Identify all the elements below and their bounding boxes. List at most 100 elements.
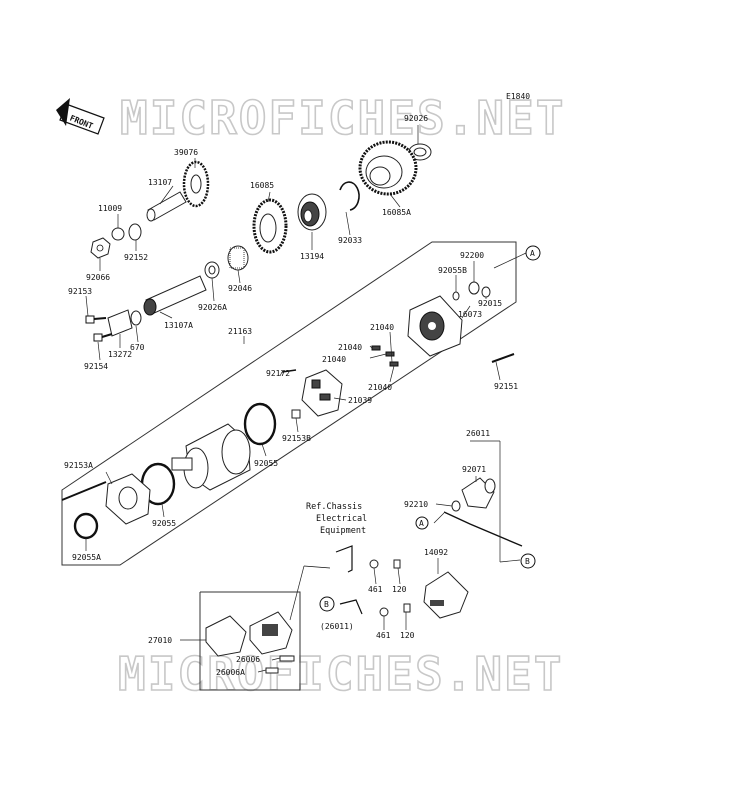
- part-92200: [468, 281, 480, 295]
- part-92055-upper: [243, 402, 277, 446]
- label-21040-d: 21040: [368, 383, 392, 392]
- label-21039: 21039: [348, 396, 372, 405]
- part-21163-motor: [171, 423, 251, 491]
- label-13107: 13107: [148, 178, 172, 187]
- part-26006: [279, 655, 295, 662]
- front-arrow-icon: FRONT: [56, 98, 105, 135]
- label-92153A: 92153A: [64, 461, 93, 470]
- label-92200: 92200: [460, 251, 484, 260]
- part-14092: [423, 571, 469, 619]
- label-92066: 92066: [86, 273, 110, 282]
- label-13272: 13272: [108, 350, 132, 359]
- label-13107A: 13107A: [164, 321, 193, 330]
- starter-assembly-frame: [61, 241, 517, 566]
- label-461-upper: 461: [368, 585, 383, 594]
- part-21040-a: [371, 345, 381, 351]
- label-120-lower: 120: [400, 631, 415, 640]
- marker-b-lower-label: B: [324, 600, 329, 609]
- part-26011-cable: [443, 511, 523, 547]
- part-chassis-bracket: [335, 545, 353, 573]
- part-670: [130, 310, 142, 326]
- part-92015: [481, 286, 491, 298]
- label-92046: 92046: [228, 284, 252, 293]
- marker-a-top-label: A: [530, 249, 535, 258]
- part-16073: [407, 295, 463, 357]
- part-92055B: [452, 291, 460, 301]
- diagram-code: E1840: [506, 92, 530, 101]
- label-27010: 27010: [148, 636, 172, 645]
- label-21040-b: 21040: [338, 343, 362, 352]
- part-13194: [297, 193, 327, 231]
- part-13107A: [143, 275, 207, 316]
- part-92153: [85, 315, 107, 324]
- part-120-upper: [393, 559, 401, 569]
- label-26006A: 26006A: [216, 668, 245, 677]
- label-92015: 92015: [478, 299, 502, 308]
- label-92153: 92153: [68, 287, 92, 296]
- relay-frame: [199, 591, 301, 691]
- watermark-top: MICROFICHES.NET: [120, 91, 565, 145]
- label-92055A: 92055A: [72, 553, 101, 562]
- label-11009: 11009: [98, 204, 122, 213]
- part-92026A: [204, 261, 220, 279]
- part-92066: [90, 237, 111, 259]
- part-labels: 92026 39076 13107 16085 11009 92152 9206…: [64, 114, 518, 677]
- label-26011: 26011: [466, 429, 490, 438]
- label-92153B: 92153B: [282, 434, 311, 443]
- label-92210: 92210: [404, 500, 428, 509]
- part-92152: [128, 223, 142, 241]
- part-92153B: [291, 409, 301, 419]
- part-39076: [182, 160, 210, 208]
- label-92151: 92151: [494, 382, 518, 391]
- label-92172: 92172: [266, 369, 290, 378]
- part-92210: [451, 500, 461, 512]
- part-21040-c: [389, 361, 399, 367]
- label-39076: 39076: [174, 148, 198, 157]
- label-13194: 13194: [300, 252, 324, 261]
- label-21040-c: 21040: [322, 355, 346, 364]
- part-92055A: [73, 512, 99, 540]
- ref-note-line-2: Electrical: [316, 514, 367, 524]
- label-92055B: 92055B: [438, 266, 467, 275]
- part-13107: [146, 191, 187, 222]
- label-92033: 92033: [338, 236, 362, 245]
- part-11009: [111, 227, 125, 241]
- leader-lines: [85, 125, 527, 673]
- label-14092: 14092: [424, 548, 448, 557]
- part-13272: [107, 309, 133, 337]
- part-92151: [491, 353, 515, 363]
- part-26011-ref-cable: [339, 599, 363, 615]
- part-16085: [252, 198, 288, 254]
- label-26011-ref: (26011): [320, 622, 354, 631]
- label-92154: 92154: [84, 362, 108, 371]
- part-chassis-wire: [303, 565, 331, 569]
- part-120-lower: [403, 603, 411, 613]
- part-front-cover: [105, 473, 151, 525]
- label-670: 670: [130, 343, 145, 352]
- part-92153A: [61, 481, 107, 501]
- part-92172: [281, 369, 297, 373]
- label-92055-upper: 92055: [254, 459, 278, 468]
- label-92026: 92026: [404, 114, 428, 123]
- part-26006A: [265, 667, 279, 674]
- marker-a-wire: [415, 516, 429, 530]
- label-16085: 16085: [250, 181, 274, 190]
- watermark-bottom: MICROFICHES.NET: [118, 647, 563, 701]
- part-461-upper: [369, 559, 379, 569]
- part-92071: [461, 477, 496, 509]
- ref-note-line-1: Ref.Chassis: [306, 502, 362, 512]
- part-27010: [205, 611, 293, 657]
- part-92033: [339, 181, 360, 211]
- label-92055-lower: 92055: [152, 519, 176, 528]
- label-16073: 16073: [458, 310, 482, 319]
- label-92071: 92071: [462, 465, 486, 474]
- part-92154: [93, 333, 113, 342]
- part-21039: [301, 369, 343, 417]
- label-21040-a: 21040: [370, 323, 394, 332]
- marker-a-wire-label: A: [419, 519, 424, 528]
- part-16085A: [358, 140, 418, 196]
- ref-note-line-3: Equipment: [320, 526, 366, 536]
- label-461-lower: 461: [376, 631, 391, 640]
- part-461-lower: [379, 607, 389, 617]
- marker-b-right-label: B: [525, 557, 530, 566]
